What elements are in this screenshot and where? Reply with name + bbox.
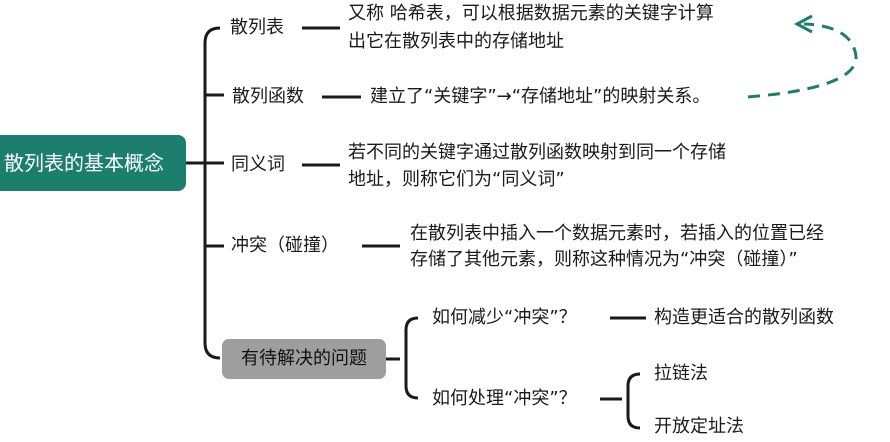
problems-spine	[404, 316, 419, 400]
root-node[interactable]: 散列表的基本概念	[0, 135, 186, 191]
dashed-link-arrow	[747, 22, 858, 99]
method-chaining[interactable]: 拉链法	[654, 363, 708, 384]
node-hash-function[interactable]: 散列函数	[232, 86, 304, 107]
node-reduce-collision[interactable]: 如何减少“冲突”？	[432, 307, 577, 328]
desc-hash-table-line2: 出它在散列表中的存储地址	[348, 31, 564, 52]
desc-hash-function: 建立了“关键字”→“存储地址”的映射关系。	[370, 86, 711, 107]
methods-spine	[626, 372, 641, 430]
desc-collision-line1: 在散列表中插入一个数据元素时，若插入的位置已经	[410, 223, 824, 244]
answer-better-hash-function[interactable]: 构造更适合的散列函数	[654, 307, 834, 328]
node-open-problems[interactable]: 有待解决的问题	[222, 339, 386, 379]
arrow-head	[793, 14, 813, 34]
method-open-addressing[interactable]: 开放定址法	[654, 416, 744, 437]
desc-synonym-line2: 地址，则称它们为“同义词”	[348, 169, 565, 190]
desc-collision-line2: 存储了其他元素，则称这种情况为“冲突（碰撞）”	[410, 249, 798, 270]
node-hash-table[interactable]: 散列表	[230, 17, 284, 38]
desc-synonym-line1: 若不同的关键字通过散列函数映射到同一个存储	[348, 142, 726, 163]
desc-hash-table-line1: 又称 哈希表，可以根据数据元素的关键字计算	[348, 3, 714, 24]
node-collision[interactable]: 冲突（碰撞）	[231, 235, 339, 256]
branch-spine	[203, 26, 221, 360]
node-synonym[interactable]: 同义词	[231, 154, 285, 175]
node-handle-collision[interactable]: 如何处理“冲突”？	[432, 388, 577, 409]
